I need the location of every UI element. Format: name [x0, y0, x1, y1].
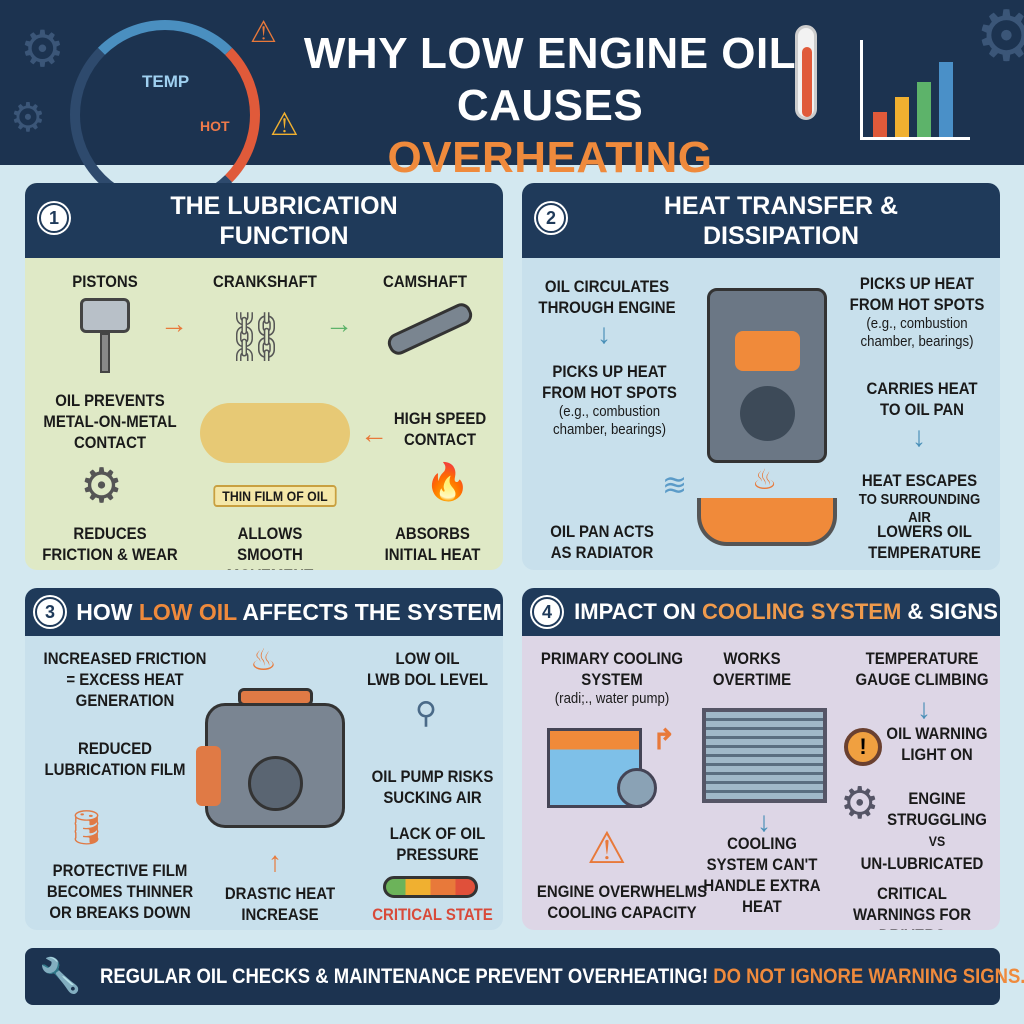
warning-triangle-icon: ⚠: [587, 824, 627, 873]
label-critical-state: CRITICAL STATE: [372, 905, 493, 924]
panel-header: HEAT TRANSFER & DISSIPATION: [522, 183, 1000, 258]
header-banner: ⚙ ⚙ TEMP HOT ⚠ ⚠ WHY LOW ENGINE OIL CAUS…: [0, 0, 1024, 210]
panel-header: THE LUBRICATION FUNCTION: [25, 183, 503, 258]
wind-icon: ≋: [662, 469, 688, 502]
panel-low-oil-effects: HOW LOW OIL AFFECTS THE SYSTEM 3 INCREAS…: [25, 588, 503, 930]
oil-can-icon: 🛢: [65, 809, 109, 847]
label-overwhelms: ENGINE OVERWHELMS COOLING CAPACITY: [536, 882, 708, 922]
gear-icon: ⚙: [840, 779, 880, 828]
label-protective-film: PROTECTIVE FILM BECOMES THINNER OR BREAK…: [46, 861, 194, 922]
label-pistons: PISTONS: [72, 272, 138, 291]
panel-heat-transfer: HEAT TRANSFER & DISSIPATION 2 OIL CIRCUL…: [522, 183, 1000, 570]
footer-message: REGULAR OIL CHECKS & MAINTENANCE PREVENT…: [100, 965, 1024, 988]
gear-icon: ⚙: [20, 21, 65, 77]
label-camshaft: CAMSHAFT: [383, 272, 467, 291]
label-cant-handle: COOLING SYSTEM CAN'T HANDLE EXTRA HEAT: [703, 834, 821, 916]
label-circulates: OIL CIRCULATES THROUGH ENGINE: [538, 277, 676, 317]
arrow-icon: ←: [360, 418, 388, 449]
crankshaft-oil-icon: [200, 403, 350, 463]
step-number: 2: [536, 203, 566, 233]
title-line-2: CAUSES OVERHEATING: [300, 80, 800, 184]
label-oil-pump-air: OIL PUMP RISKS SUCKING AIR: [371, 767, 494, 807]
label-absorbs-heat: ABSORBS INITIAL HEAT: [384, 524, 481, 564]
label-reduced-film: REDUCED LUBRICATION FILM: [44, 739, 186, 779]
label-critical-warnings: CRITICAL WARNINGS FOR DRIVERS: [852, 884, 972, 930]
step-number: 1: [39, 203, 69, 233]
label-thin-film: THIN FILM OF OIL: [213, 485, 337, 507]
label-prevents-contact: OIL PREVENTS METAL-ON-METAL CONTACT: [43, 391, 177, 452]
panel-header: IMPACT ON COOLING SYSTEM & SIGNS: [522, 588, 1000, 636]
label-lowers-temp: LOWERS OIL TEMPERATURE: [868, 522, 981, 562]
arrow-down-icon: ↓: [912, 421, 926, 452]
label-primary-cooling: PRIMARY COOLING SYSTEM(radi;., water pum…: [540, 649, 684, 707]
flame-icon: 🔥: [425, 461, 470, 502]
camshaft-icon: [384, 300, 476, 358]
arrow-icon: →: [325, 308, 353, 339]
arrow-icon: ↱: [652, 724, 676, 755]
label-carries-heat: CARRIES HEAT TO OIL PAN: [866, 379, 978, 419]
thermometer-icon: [795, 25, 817, 120]
title-highlight: OVERHEATING: [387, 133, 713, 182]
label-picks-up-left: PICKS UP HEAT FROM HOT SPOTS(e.g., combu…: [542, 362, 677, 438]
label-lack-pressure: LACK OF OIL PRESSURE: [389, 824, 486, 864]
oil-pan-icon: [697, 498, 837, 546]
gauge-hot-label: HOT: [200, 118, 230, 134]
footer-banner: 🔧 REGULAR OIL CHECKS & MAINTENANCE PREVE…: [25, 948, 1024, 1005]
water-pump-icon: [617, 768, 657, 808]
arrow-down-icon: ↓: [917, 693, 931, 724]
arrow-up-icon: ↑: [268, 846, 282, 877]
heat-waves-icon: ♨: [752, 464, 778, 495]
label-picks-up-right: PICKS UP HEAT FROM HOT SPOTS(e.g., combu…: [849, 274, 985, 350]
label-reduces-friction: REDUCES FRICTION & WEAR: [42, 524, 178, 564]
arrow-icon: →: [160, 308, 188, 339]
radiator-icon: [702, 708, 827, 803]
oil-warning-light-icon: !: [844, 728, 882, 766]
arrow-down-icon: ↓: [597, 318, 611, 349]
heat-waves-icon: ♨: [250, 644, 277, 677]
gear-icon: ⚙: [975, 0, 1024, 75]
gauge-temp-label: TEMP: [142, 72, 190, 91]
arrow-down-icon: ↓: [757, 806, 771, 837]
label-drastic-heat: DRASTIC HEAT INCREASE: [224, 884, 336, 924]
label-gauge-climbing: TEMPERATURE GAUGE CLIMBING: [855, 649, 989, 689]
page-title: WHY LOW ENGINE OIL CAUSES OVERHEATING: [300, 28, 800, 184]
engine-cutaway-icon: [707, 288, 827, 463]
warning-icon: ⚠: [250, 16, 277, 49]
step-number: 3: [35, 597, 65, 627]
piston-icon: [80, 298, 130, 378]
label-warning-light: OIL WARNING LIGHT ON: [886, 724, 988, 764]
label-smooth-movement: ALLOWS SMOOTH MOVEMENT: [227, 524, 313, 570]
panel-cooling-impact: IMPACT ON COOLING SYSTEM & SIGNS 4 PRIMA…: [522, 588, 1000, 930]
v8-engine-icon: [196, 688, 345, 828]
gear-icon: ⚙: [80, 460, 124, 513]
oil-pressure-gauge: [383, 876, 478, 898]
warning-icon: ⚠: [270, 106, 299, 142]
coolant-tank-pump-icon: [547, 728, 642, 808]
crankshaft-icon: ⛓: [225, 311, 286, 364]
oil-pump-icon: ⚲: [415, 697, 437, 730]
label-unlubricated: UN-LUBRICATED: [860, 854, 984, 873]
rising-chart-icon: [860, 40, 970, 140]
label-crankshaft: CRANKSHAFT: [213, 272, 317, 291]
wrench-screwdriver-icon: 🔧: [39, 957, 82, 995]
temperature-gauge-icon: TEMP HOT: [70, 20, 260, 210]
panel-header: HOW LOW OIL AFFECTS THE SYSTEM: [25, 588, 503, 636]
gear-icon: ⚙: [10, 96, 46, 140]
panel-lubrication: THE LUBRICATION FUNCTION 1 PISTONS CRANK…: [25, 183, 503, 570]
label-increased-friction: INCREASED FRICTION = EXCESS HEAT GENERAT…: [43, 649, 207, 710]
title-prefix: CAUSES: [456, 81, 644, 130]
label-oil-pan-radiator: OIL PAN ACTS AS RADIATOR: [550, 522, 654, 562]
step-number: 4: [532, 597, 562, 627]
title-line-1: WHY LOW ENGINE OIL: [303, 29, 797, 78]
label-works-overtime: WORKS OVERTIME: [712, 649, 792, 689]
label-high-speed: HIGH SPEED CONTACT: [393, 409, 487, 449]
